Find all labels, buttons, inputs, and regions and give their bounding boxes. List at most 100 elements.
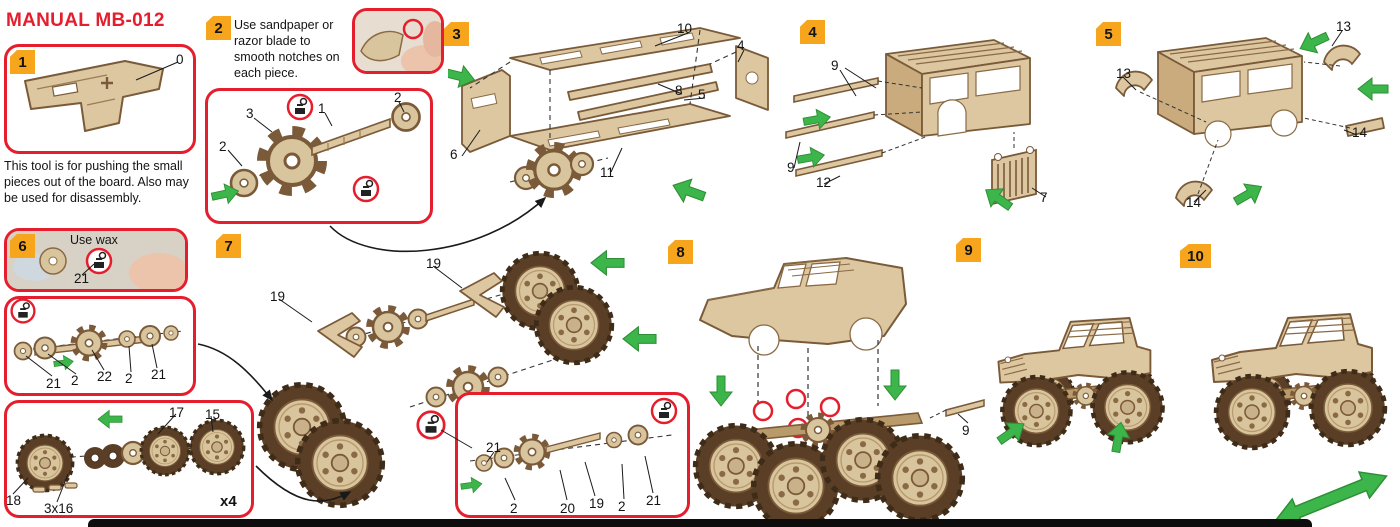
step3-badge: 3: [444, 22, 469, 46]
step8-body-drop-illustration: [678, 257, 985, 526]
part-label-2: 2: [394, 90, 402, 105]
step6-photo-note: Use wax: [70, 233, 118, 247]
part-label-9: 9: [962, 423, 970, 438]
suspension-beams: [317, 272, 505, 358]
part-label-0: 0: [176, 52, 184, 67]
part-label-20: 20: [560, 501, 576, 516]
part-label-5: 5: [698, 87, 706, 102]
part-label-2: 2: [125, 371, 133, 386]
step5-badge: 5: [1096, 22, 1121, 46]
part-label-12: 12: [816, 175, 832, 190]
part-label-3x16: 3x16: [44, 501, 74, 516]
wheel-assembly-illustration: [15, 409, 246, 493]
part-label-21: 21: [151, 367, 167, 382]
step1-note: This tool is for pushing the small piece…: [4, 159, 189, 205]
part-label-17: 17: [169, 405, 185, 420]
step1-badge: 1: [10, 50, 35, 74]
step10-truck-illustration: [1192, 252, 1397, 482]
part-label-6: 6: [450, 147, 458, 162]
part-label-2: 2: [618, 499, 626, 514]
part-label-18: 18: [6, 493, 22, 508]
highlight-circle: [402, 18, 424, 40]
part-label-15: 15: [205, 407, 221, 422]
axle-assembly-illustration: [10, 299, 184, 372]
part-label-9: 9: [787, 160, 795, 175]
gear-axle-illustration: [209, 93, 421, 207]
step5-fenders-illustration: [1115, 25, 1389, 212]
wax-callout: [416, 410, 446, 440]
step10-badge: 10: [1180, 244, 1211, 268]
green-arrow-icon: [883, 369, 907, 401]
step3-chassis-illustration: [448, 27, 769, 209]
part-label-10: 10: [677, 21, 693, 36]
wax-icon: [10, 299, 36, 324]
assembly-guides: [469, 29, 737, 138]
step6-wax-photo: [4, 228, 188, 292]
quantity-label-x4: x4: [220, 493, 237, 510]
part-label-11: 11: [600, 165, 615, 180]
part-label-22: 22: [97, 369, 113, 384]
part-label-21: 21: [486, 440, 502, 455]
grille-part: [991, 132, 1037, 206]
assembly-guides: [1139, 61, 1351, 195]
step2-photo: [352, 8, 444, 74]
green-arrow-icon: [97, 409, 123, 429]
green-arrow-icon: [1357, 77, 1389, 101]
step8-badge: 8: [668, 240, 693, 264]
wax-icon: [416, 410, 446, 440]
part-label-19: 19: [589, 496, 605, 511]
part-label-7: 7: [1040, 190, 1048, 205]
push-tool-part: [24, 60, 164, 132]
green-arrow-icon: [459, 475, 484, 495]
part-label-13: 13: [1336, 19, 1352, 34]
sanding-photo-illustration: [355, 11, 441, 71]
green-arrow-icon: [52, 353, 75, 372]
part-label-21: 21: [74, 271, 90, 286]
step6-axle-box: [4, 296, 196, 396]
green-arrow-icon: [709, 375, 733, 407]
step2-note: Use sandpaper or razor blade to smooth n…: [234, 18, 340, 80]
truck-body: [699, 257, 907, 356]
page-title: MANUAL MB-012: [6, 10, 165, 31]
wax-icon: [352, 175, 380, 203]
part-label-21: 21: [46, 376, 62, 391]
part-label-13: 13: [1116, 66, 1132, 81]
window-cutouts: [929, 65, 1021, 137]
part-label-9: 9: [831, 58, 839, 73]
part-label-2: 2: [510, 501, 518, 516]
axle-gear-assembly: [509, 148, 609, 193]
page-edge-bar: [88, 519, 1312, 527]
green-arrow-icon: [1229, 176, 1268, 212]
part-label-19: 19: [270, 289, 286, 304]
drive-direction-arrow: [1273, 471, 1388, 526]
step4-badge: 4: [800, 20, 825, 44]
part-label-21: 21: [646, 493, 662, 508]
green-arrow-icon: [668, 173, 709, 209]
step9-badge: 9: [956, 238, 981, 262]
part-label-3: 3: [246, 106, 254, 121]
wax-icon: [85, 247, 113, 275]
green-arrow-icon: [590, 250, 625, 276]
part-label-2: 2: [71, 373, 79, 388]
step4-cab-illustration: [785, 39, 1037, 217]
step6-badge: 6: [10, 234, 35, 258]
small-axle-illustration: [459, 397, 678, 495]
finished-truck: [1212, 314, 1385, 448]
step7-badge: 7: [216, 234, 241, 258]
drop-guides: [757, 340, 879, 416]
step7-wheels-illustration: [222, 250, 657, 523]
part-label-19: 19: [426, 256, 442, 271]
part-label-4: 4: [737, 38, 745, 53]
double-green-arrow-icon: [1273, 471, 1388, 526]
wax-icon: [286, 93, 314, 121]
green-arrow-icon: [622, 326, 657, 352]
part-label-14: 14: [1352, 125, 1368, 140]
step2-badge: 2: [206, 16, 231, 40]
wax-photo-illustration: [7, 231, 185, 289]
window-cutouts: [1201, 63, 1298, 148]
mount-point-highlights: [752, 388, 841, 439]
part-label-8: 8: [675, 83, 683, 98]
part-label-14: 14: [1186, 195, 1202, 210]
step9-truck-illustration: [992, 250, 1180, 455]
